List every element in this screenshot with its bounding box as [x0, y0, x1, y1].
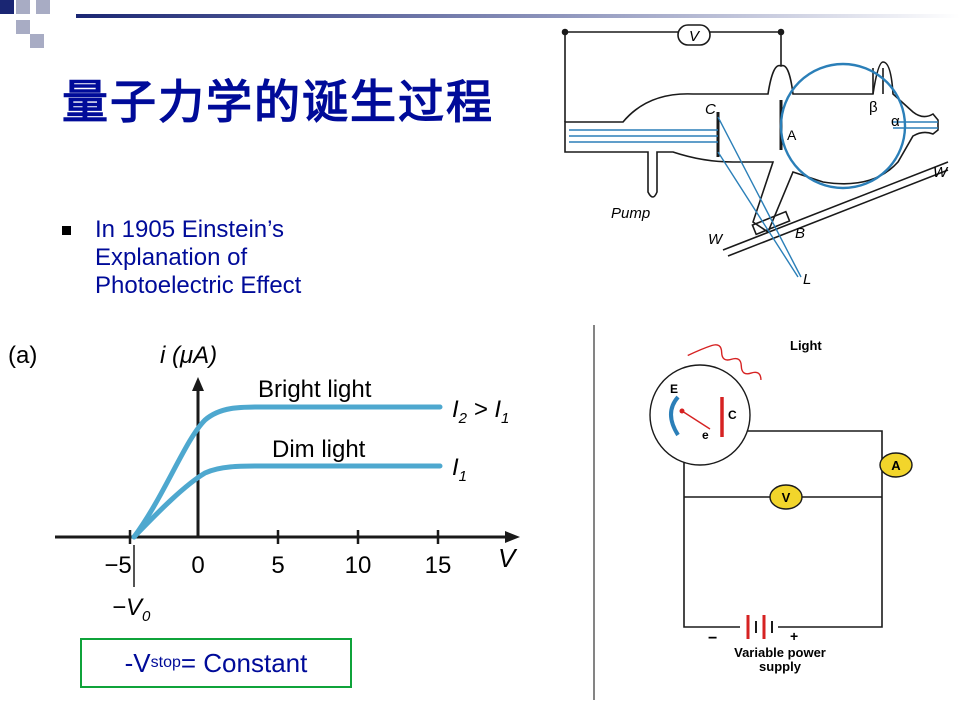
y-axis-arrow-icon	[192, 377, 204, 391]
apparatus-base-label: B	[795, 225, 805, 242]
photoelectric-circuit-diagram: Light E C e A V − + Variable power suppl…	[593, 325, 913, 700]
photon-wave-icon	[687, 344, 762, 380]
bullet-line-1: In 1905 Einstein’s	[95, 216, 285, 243]
dim-light-curve	[131, 463, 443, 540]
formula-subscript: stop	[150, 654, 181, 671]
apparatus-cathode-label: C	[705, 101, 716, 118]
bullet-line-2: Explanation of	[95, 244, 248, 271]
apparatus-voltmeter-label: V	[689, 28, 701, 45]
light-label: Light	[790, 338, 822, 353]
battery-plus-label: +	[790, 628, 798, 644]
formula-prefix: -V	[124, 647, 151, 678]
battery-minus-label: −	[708, 630, 717, 647]
slide-title: 量子力学的诞生过程	[62, 75, 494, 129]
bright-current-symbol: I2 > I1	[452, 396, 509, 427]
voltmeter-label: V	[782, 490, 791, 505]
bright-light-curve	[131, 404, 443, 540]
battery-icon	[746, 615, 773, 639]
apparatus-window-right-label: W	[933, 164, 949, 181]
supply-label-line-1: Variable power	[734, 645, 826, 660]
x-axis-label: V	[498, 543, 518, 573]
dim-current-symbol: I1	[452, 454, 467, 485]
x-tick-label: 10	[345, 552, 372, 579]
apparatus-pump-label: Pump	[611, 205, 650, 222]
emitter-label: E	[670, 382, 678, 396]
dim-light-label: Dim light	[272, 436, 366, 463]
apparatus-window-left-label: W	[708, 231, 724, 248]
x-tick-label: 15	[425, 552, 452, 579]
corner-squares-decoration	[0, 0, 50, 48]
formula-suffix: = Constant	[180, 647, 308, 678]
bullet-text: In 1905 Einstein’s Explanation of Photoe…	[95, 216, 392, 300]
x-axis-arrow-icon	[505, 531, 520, 543]
x-tick-label: 5	[271, 552, 284, 579]
ammeter-icon	[879, 452, 913, 478]
x-tick-label: −5	[104, 552, 131, 579]
apparatus-beta-label: β	[869, 99, 878, 116]
voltmeter-icon	[769, 484, 803, 510]
current-voltage-graph: (a) i (μA) V Bright light Dim light I2 >…	[8, 342, 520, 625]
apparatus-anode-label: A	[787, 127, 797, 143]
electron-dot-icon	[679, 408, 685, 414]
electron-path	[681, 410, 711, 430]
y-axis-label: i (μA)	[160, 342, 217, 369]
apparatus-light-label: L	[803, 271, 811, 288]
phototube-circle	[649, 364, 751, 466]
bullet-item: In 1905 Einstein’s Explanation of Photoe…	[62, 216, 392, 300]
supply-label-line-2: supply	[759, 659, 802, 674]
ammeter-label: A	[891, 458, 901, 473]
stop-voltage-label: −V0	[112, 594, 151, 625]
electron-label: e	[702, 428, 709, 442]
photoelectric-apparatus-diagram: V C A β α Pump W W B L	[553, 22, 953, 322]
emitter-plate	[669, 395, 680, 437]
apparatus-alpha-label: α	[891, 113, 900, 130]
bullet-line-3: Photoelectric Effect	[95, 272, 302, 299]
bullet-square-icon	[62, 226, 71, 235]
x-tick-label: 0	[191, 552, 204, 579]
panel-label: (a)	[8, 342, 37, 369]
top-gradient-bar	[76, 14, 960, 18]
bright-light-label: Bright light	[258, 376, 372, 403]
collector-label: C	[728, 408, 737, 422]
